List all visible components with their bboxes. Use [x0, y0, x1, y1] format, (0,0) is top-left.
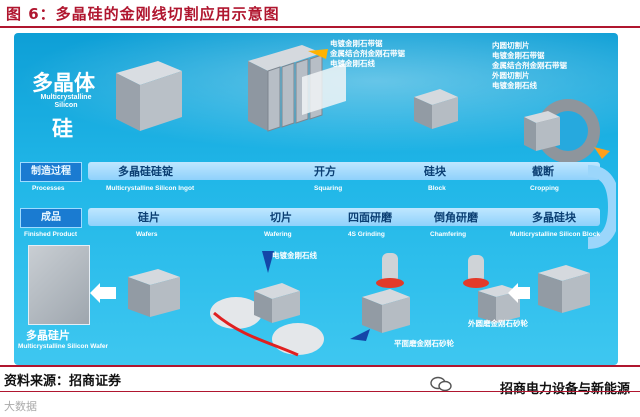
squaring-legend: 电镀金刚石带锯 金属结合剂金刚石带锯 电镀金刚石线 [330, 39, 405, 69]
wafer-label: 多晶硅片 [26, 327, 70, 343]
legend-item: 金属结合剂金刚石带锯 [492, 61, 567, 71]
legend-item: 电镀金刚石带锯 [492, 51, 567, 61]
wafers-stack-image [122, 263, 186, 323]
grinding-note: 平面磨金刚石砂轮 [394, 339, 454, 349]
top-step-label: 截断 [532, 163, 554, 179]
process-tag-en: Processes [32, 185, 65, 192]
turn-arrow [588, 159, 616, 255]
process-band-bottom [88, 208, 600, 226]
legend-item: 外圆切割片 [492, 71, 567, 81]
process-tag: 制造过程 [20, 162, 82, 182]
bottom-step-label: 多晶硅块 [532, 209, 576, 225]
wafering-note: 电镀金刚石线 [272, 251, 317, 261]
bottom-step-en: Multicrystalline Silicon Block [510, 231, 600, 238]
figure-title: 图 6：多晶硅的金刚线切割应用示意图 [6, 3, 280, 24]
bottom-step-en: Wafering [264, 231, 292, 238]
raw-material-en: Multicrystalline Silicon [40, 94, 92, 110]
raw-material-label-2: 硅 [52, 113, 73, 143]
legend-item: 内圆切割片 [492, 41, 567, 51]
footer-rule-2 [0, 391, 640, 392]
wechat-icon [430, 376, 452, 392]
diagram-panel: 多晶体 Multicrystalline Silicon 硅 电镀金刚石带锯 [14, 33, 618, 365]
legend-item: 电镀金刚石带锯 [330, 39, 405, 49]
bottom-step-label: 硅片 [138, 209, 160, 225]
arrow-left-icon [508, 283, 532, 303]
cropping-image [514, 81, 614, 169]
top-step-en: Cropping [530, 185, 559, 192]
footer-rule [0, 365, 640, 367]
bottom-step-label: 四面研磨 [348, 209, 392, 225]
watermark: 大数据 [4, 398, 37, 414]
grinding-image [344, 251, 434, 351]
source-note: 资料来源：招商证券 [4, 370, 121, 389]
bottom-step-label: 倒角研磨 [434, 209, 478, 225]
legend-item: 金属结合剂金刚石带锯 [330, 49, 405, 59]
bottom-step-en: 4S Grinding [348, 231, 385, 238]
chamfer-note: 外圆磨金刚石砂轮 [468, 319, 528, 329]
top-step-en: Squaring [314, 185, 342, 192]
product-tag-en: Finished Product [24, 231, 77, 238]
wafer-en: Multicrystalline Silicon Wafer [18, 343, 108, 350]
bottom-step-en: Chamfering [430, 231, 466, 238]
brand-name: 招商电力设备与新能源 [500, 378, 630, 397]
si-block-image [532, 259, 596, 319]
bottom-step-label: 切片 [270, 209, 292, 225]
top-step-label: 硅块 [424, 163, 446, 179]
cropping-legend: 内圆切割片 电镀金刚石带锯 金属结合剂金刚石带锯 外圆切割片 电镀金刚石线 [492, 41, 567, 91]
top-step-en: Block [428, 185, 446, 192]
block-image [410, 85, 462, 133]
top-step-label: 开方 [314, 163, 336, 179]
product-tag: 成品 [20, 208, 82, 228]
raw-material-label: 多晶体 [32, 67, 95, 97]
top-step-label: 多晶硅硅锭 [118, 163, 173, 179]
wafering-image [202, 247, 332, 365]
ingot-image [106, 55, 186, 135]
legend-item: 电镀金刚石线 [492, 81, 567, 91]
title-rule [0, 26, 640, 28]
wafer-image [28, 245, 90, 325]
bottom-step-en: Wafers [136, 231, 157, 238]
top-step-en: Multicrystalline Silicon Ingot [106, 185, 194, 192]
arrow-left-icon [90, 283, 118, 303]
legend-item: 电镀金刚石线 [330, 59, 405, 69]
